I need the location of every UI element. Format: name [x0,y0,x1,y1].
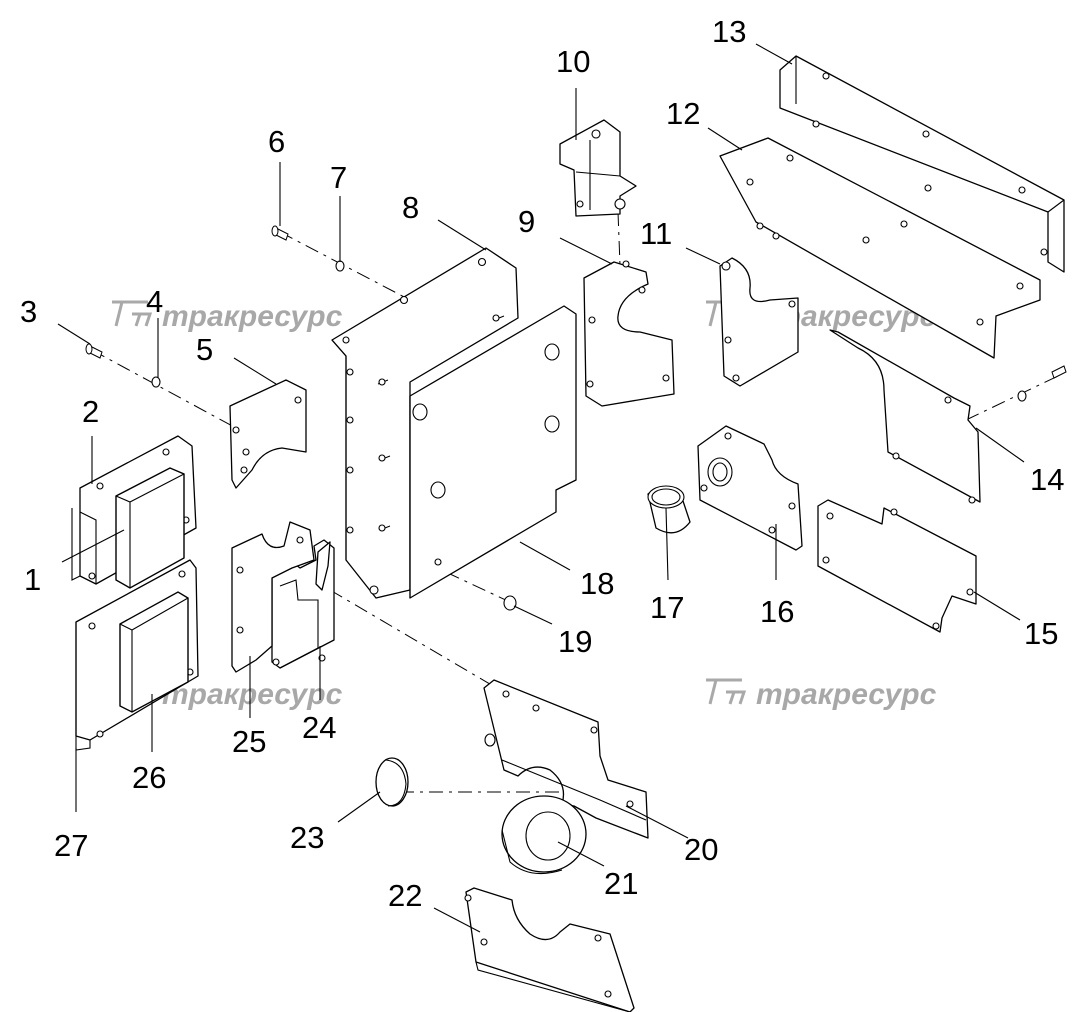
callout-20: 20 [684,832,718,867]
part-19-o-ring [503,595,517,611]
watermark-bottom-left: тракресурс [112,678,343,711]
callout-11: 11 [640,216,672,251]
callout-10: 10 [556,44,590,79]
callout-3: 3 [20,294,37,329]
callout-22: 22 [388,878,422,913]
callout-17: 17 [650,590,684,625]
callout-1: 1 [24,562,41,597]
callout-16: 16 [760,594,794,629]
watermark-text: тракресурс [162,678,343,711]
part-20-bottom-plate [483,679,649,839]
part-17-sleeve [647,485,691,534]
callout-25: 25 [232,724,266,759]
watermark-text: тракресурс [162,300,343,333]
callout-15: 15 [1024,616,1058,651]
callout-13: 13 [712,14,746,49]
part-22-lower-plate [464,887,635,1012]
callout-24: 24 [302,710,336,745]
part-23-disc-cap [375,757,409,807]
callout-27: 27 [54,828,88,863]
callout-5: 5 [196,332,213,367]
part-13-angle-plate [779,55,1065,273]
part-21-collar [501,795,587,875]
callout-23: 23 [290,820,324,855]
callout-9: 9 [518,204,535,239]
callout-19: 19 [558,624,592,659]
part-4-washer [151,376,161,388]
assembly-lines [91,211,1059,793]
part-5-bracket [229,379,307,489]
part-1-pad-block [115,467,185,589]
part-7-washer [335,260,345,272]
callout-12: 12 [666,96,700,131]
callout-18: 18 [580,566,614,601]
part-24-latch-plate [271,539,335,669]
callout-8: 8 [402,190,419,225]
part-18-insulation-pad [409,305,577,599]
part-16-plate-with-tube [697,425,803,551]
part-10-bracket [559,119,637,217]
part-11-bracket [719,257,799,387]
callout-4: 4 [146,284,163,319]
callout-2: 2 [82,394,99,429]
leader-lines [57,43,1025,933]
watermark-bottom-right: тракресурс [706,678,937,711]
part-25-bracket [231,521,315,673]
part-6-bolt [271,225,289,241]
part-3-bolt [85,343,103,359]
watermark-text: тракресурс [756,678,937,711]
callout-6: 6 [268,124,285,159]
part-9-bracket-plate [583,260,675,407]
callouts: 1 2 3 4 5 6 7 8 9 10 11 12 13 14 15 16 1… [20,14,1064,913]
part-14-side-plate [829,329,1067,504]
part-15-side-plate [817,499,977,633]
callout-14: 14 [1030,462,1064,497]
callout-21: 21 [604,866,638,901]
callout-26: 26 [132,760,166,795]
part-26-pad-block [119,591,189,713]
part-12-long-plate [719,137,1041,359]
watermark-top-left: тракресурс [112,300,343,333]
callout-7: 7 [330,160,347,195]
